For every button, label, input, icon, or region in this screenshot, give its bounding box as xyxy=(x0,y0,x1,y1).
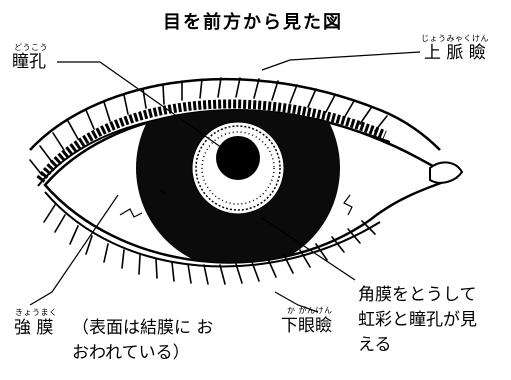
leader-upper-eyelid xyxy=(261,51,421,71)
sclera-note: （表面は結膜に おおわれている） xyxy=(72,318,214,363)
diagram-title: 目を前方から見た図 xyxy=(163,12,343,33)
lower-lashes xyxy=(43,204,376,285)
lower-eyelid-line xyxy=(44,191,381,268)
sclera-label: 強 膜 xyxy=(14,318,54,338)
upper-lashes xyxy=(29,77,388,176)
iris-texture xyxy=(195,125,281,211)
leader-lower-eyelid xyxy=(274,291,319,313)
lower-eyelid-label: 下眼瞼 xyxy=(281,316,332,336)
pupil xyxy=(216,136,260,180)
upper-lash-band xyxy=(36,99,387,183)
leader-cornea xyxy=(261,217,356,281)
upper-eyelid-label: 上 脈 瞼 xyxy=(424,43,486,63)
sclera-ruby: きょうまく xyxy=(15,308,58,317)
sclera-vessels xyxy=(119,189,353,218)
leader-lines xyxy=(29,51,421,313)
leader-pupil xyxy=(57,61,233,156)
upper-eyelid-fold xyxy=(29,77,441,151)
lower-eyelid-ruby: か がんけん xyxy=(287,306,333,315)
inner-corner xyxy=(429,161,464,184)
cornea-note: 角膜をとうして 虹彩と瞳孔が見 える xyxy=(358,285,477,355)
upper-eyelid-ruby: じょうみゃくけん xyxy=(421,34,489,43)
pupil-ruby: どうこう xyxy=(14,43,48,52)
leader-sclera xyxy=(29,194,119,306)
pupil-label: 瞳孔 xyxy=(12,52,46,72)
